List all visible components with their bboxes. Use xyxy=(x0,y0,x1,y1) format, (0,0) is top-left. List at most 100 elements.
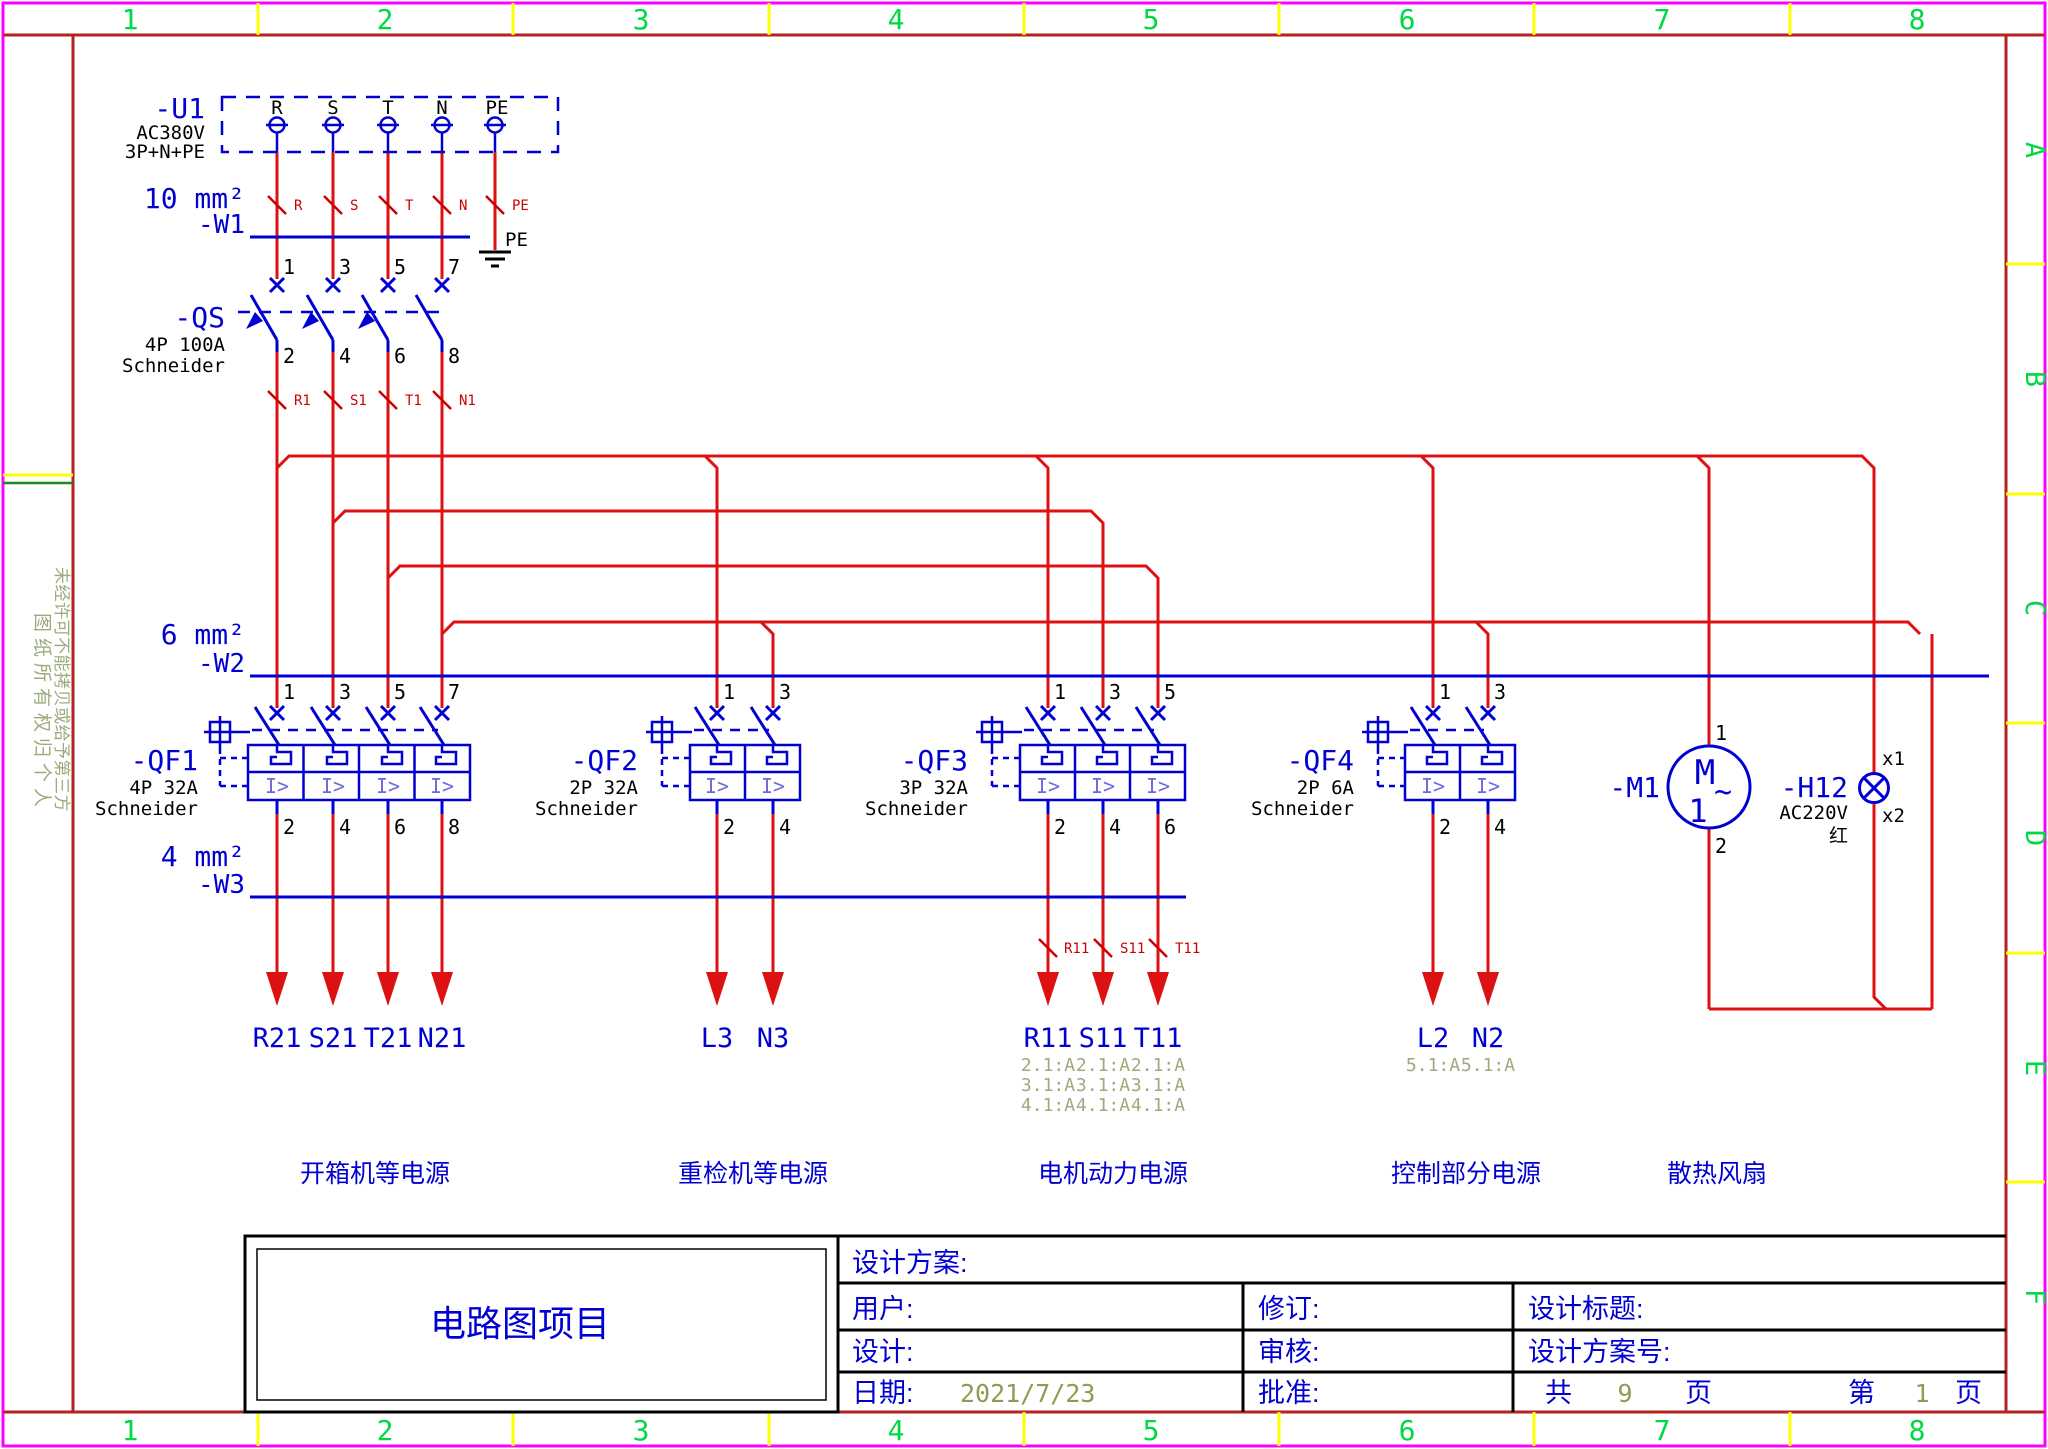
wire-label: N xyxy=(459,198,467,214)
qf1-top-terminals: 1 3 5 7 xyxy=(283,680,460,704)
output-label: L2 xyxy=(1417,1023,1450,1054)
terminal-number: 6 xyxy=(1164,815,1176,839)
zone-numbers-bottom: 1 2 3 4 5 6 7 8 xyxy=(122,1414,1926,1447)
disconnect-qs: 1 3 5 7 2 4 6 8 -QS 4P 100A Schneider R1… xyxy=(122,255,476,411)
terminal-number: 6 xyxy=(394,815,406,839)
incomer-terminals xyxy=(264,116,508,152)
qf4-symbol xyxy=(1362,704,1517,814)
incomer-terminal-labels: R S T N PE xyxy=(271,97,508,119)
terminal-label: T xyxy=(382,97,393,119)
terminal-number: 2 xyxy=(1054,815,1066,839)
row-label: B xyxy=(2019,371,2048,387)
qs-top-terminals: 1 3 5 7 xyxy=(283,255,460,279)
qf3-symbol xyxy=(976,704,1187,814)
zone-label: 8 xyxy=(1909,1414,1926,1447)
title-block-grid xyxy=(243,1234,2006,1414)
section-label: 开箱机等电源 xyxy=(300,1160,450,1188)
terminal-number: 4 xyxy=(1494,815,1506,839)
breaker-qf2: 1 3 I> I> 2 4 -QF2 2P 32A Schneider xyxy=(535,680,802,839)
approver-label: 批准: xyxy=(1258,1378,1320,1408)
qf1-rating: 4P 32A xyxy=(129,777,198,799)
section-label: 控制部分电源 xyxy=(1391,1160,1541,1188)
xref: 2.1:A xyxy=(1131,1055,1185,1076)
output-label: T11 xyxy=(1134,1023,1183,1054)
wire-label: N1 xyxy=(459,393,476,409)
wire-label: R xyxy=(294,198,303,214)
zone-label: 1 xyxy=(122,3,139,36)
trip-label: I> xyxy=(761,774,785,798)
output-label: N3 xyxy=(757,1023,790,1054)
terminal-number: 4 xyxy=(339,344,351,368)
section-labels: 开箱机等电源 重检机等电源 电机动力电源 控制部分电源 散热风扇 xyxy=(300,1160,1767,1188)
xref: 3.1:A xyxy=(1076,1075,1130,1096)
total-pages-prefix: 共 xyxy=(1545,1378,1572,1408)
motor-tag: -M1 xyxy=(1609,771,1660,804)
qf4-rating: 2P 6A xyxy=(1297,777,1355,799)
lamp-voltage: AC220V xyxy=(1779,802,1848,824)
terminal-number: 4 xyxy=(779,815,791,839)
inner-border xyxy=(3,33,2045,1414)
qf3-trip-units: I> I> I> xyxy=(1036,774,1170,798)
qf1-bottom-terminals: 2 4 6 8 xyxy=(283,815,460,839)
terminal-number: 1 xyxy=(283,255,295,279)
row-label: A xyxy=(2019,142,2048,158)
cable-w3-size: 4 mm² xyxy=(161,840,245,873)
breaker-qf1: 1 3 5 7 I> I> I> I> 2 4 6 8 -QF1 4P xyxy=(95,680,472,839)
qf3-brand: Schneider xyxy=(865,798,968,820)
wire-ticks-w1 xyxy=(266,194,506,216)
wire-label: PE xyxy=(512,198,529,214)
cable-w3: 4 mm² -W3 xyxy=(161,840,1186,900)
qs-symbol xyxy=(238,276,451,352)
zone-label: 6 xyxy=(1399,3,1416,36)
qs-tag: -QS xyxy=(174,301,225,334)
design-title-label: 设计标题: xyxy=(1528,1294,1644,1324)
cable-w1-tag: -W1 xyxy=(198,210,245,240)
qf1-symbol xyxy=(204,704,472,814)
terminal-number: 3 xyxy=(339,255,351,279)
title-block: 电路图项目 设计方案: 用户: 修订: 设计标题: 设计: 审核: 设计方案号:… xyxy=(243,1234,2006,1414)
scheme-no-label: 设计方案号: xyxy=(1528,1337,1671,1367)
incomer-boundary xyxy=(220,95,560,154)
zone-label: 5 xyxy=(1143,3,1160,36)
scheme-label: 设计方案: xyxy=(852,1248,968,1278)
lamp-terminal-x1: x1 xyxy=(1882,748,1905,770)
wire-label: S1 xyxy=(350,393,367,409)
output-labels: R21 S21 T21 N21 L3 N3 R11 S11 T11 L2 N2 xyxy=(253,1023,1505,1054)
section-label: 散热风扇 xyxy=(1667,1160,1767,1188)
terminal-number: 6 xyxy=(394,344,406,368)
output-label: R11 xyxy=(1024,1023,1073,1054)
terminal-number: 3 xyxy=(779,680,791,704)
zone-ticks xyxy=(3,3,2045,1446)
xref: 2.1:A xyxy=(1021,1055,1075,1076)
date-value: 2021/7/23 xyxy=(960,1379,1095,1408)
qf3-bottom-terminals: 2 4 6 xyxy=(1054,815,1176,839)
xref: 4.1:A xyxy=(1021,1095,1075,1116)
wire-label: T xyxy=(405,198,414,214)
zone-label: 8 xyxy=(1909,3,1926,36)
trip-label: I> xyxy=(321,774,345,798)
terminal-number: 4 xyxy=(339,815,351,839)
breaker-qf4: 1 3 I> I> 2 4 -QF4 2P 6A Schneider xyxy=(1251,680,1517,839)
qf1-trip-units: I> I> I> I> xyxy=(265,774,454,798)
qs-bottom-terminals: 2 4 6 8 xyxy=(283,344,460,368)
page-no-value: 1 xyxy=(1914,1379,1929,1408)
motor-tilde: ~ xyxy=(1714,775,1732,810)
motor-circle xyxy=(1666,744,1752,830)
row-label: E xyxy=(2019,1060,2048,1076)
qf1-tag: -QF1 xyxy=(131,744,198,777)
cross-references: 2.1:A 2.1:A 2.1:A 3.1:A 3.1:A 3.1:A 4.1:… xyxy=(1021,1055,1515,1116)
lamp-terminal-x2: x2 xyxy=(1882,805,1905,827)
qf2-trip-units: I> I> xyxy=(705,774,785,798)
ownership-note: 图纸所有权归个人 未经许可不能拷贝或给予第三方 xyxy=(31,567,71,813)
terminal-number: 3 xyxy=(1494,680,1506,704)
wire-labels-qs-out: R1 S1 T1 N1 xyxy=(294,393,476,409)
zone-label: 4 xyxy=(888,1414,905,1447)
breaker-qf3: 1 3 5 I> I> I> 2 4 6 -QF3 3P 32A Schneid… xyxy=(865,680,1187,839)
section-label: 电机动力电源 xyxy=(1038,1160,1188,1188)
cable-w2-tag: -W2 xyxy=(198,649,245,679)
wire-label: S11 xyxy=(1120,941,1145,957)
revision-label: 修订: xyxy=(1258,1294,1320,1324)
